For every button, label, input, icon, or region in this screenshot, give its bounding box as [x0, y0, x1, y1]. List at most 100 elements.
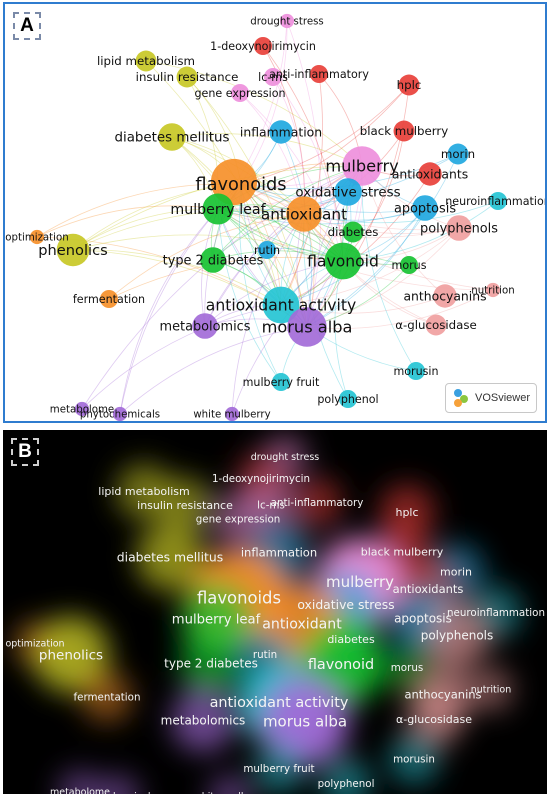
- node-apoptosis[interactable]: [412, 195, 438, 221]
- node-fermentation[interactable]: [99, 289, 119, 309]
- label-flavonoids: flavonoids: [195, 174, 286, 195]
- node-anthocyanins[interactable]: [433, 284, 457, 308]
- density-spot: [212, 493, 264, 545]
- density-spot: [208, 774, 252, 794]
- density-spot: [291, 477, 343, 528]
- label-optimization: optimization: [5, 233, 68, 244]
- label-polyphenol: polyphenol: [317, 393, 378, 406]
- density-map: drought stress 1-deoxynojirimycin lipid me…: [5, 434, 545, 794]
- node-antioxidant[interactable]: [286, 196, 322, 232]
- network-link: [145, 60, 363, 167]
- node-morusin[interactable]: [406, 361, 426, 381]
- density-label-type-2-diabetes: type 2 diabetes: [164, 656, 258, 670]
- network-link: [240, 183, 460, 231]
- node-morus[interactable]: [399, 255, 419, 275]
- node-metabolomics[interactable]: [192, 313, 218, 339]
- node-flavonoid[interactable]: [324, 242, 362, 280]
- node-morus-alba[interactable]: [287, 307, 327, 347]
- network-link: [306, 207, 426, 328]
- node-lc-ms[interactable]: [263, 67, 283, 87]
- density-label-1-deoxynojirimycin: 1-deoxynojirimycin: [212, 473, 310, 485]
- node-inflammation[interactable]: [269, 120, 293, 144]
- network-link: [204, 213, 305, 327]
- label-fermentation: fermentation: [73, 293, 145, 306]
- network-link: [171, 133, 363, 167]
- node-metabolome[interactable]: [74, 401, 90, 417]
- node-optimization[interactable]: [29, 229, 45, 245]
- node-gene-expression[interactable]: [230, 83, 250, 103]
- density-label-lipid-metabolism: lipid metabolism: [98, 485, 189, 498]
- node-morin[interactable]: [447, 143, 469, 165]
- node-mulberry-leaf[interactable]: [202, 193, 234, 225]
- node-nutrition[interactable]: [485, 282, 501, 298]
- density-spot: [58, 769, 102, 794]
- node--glucosidase[interactable]: [425, 314, 447, 336]
- network-link: [72, 165, 363, 251]
- label-mulberry-fruit: mulberry fruit: [243, 376, 320, 389]
- density-label-flavonoids: flavonoids: [197, 588, 281, 607]
- network-link: [240, 183, 426, 213]
- node-polyphenols[interactable]: [446, 215, 472, 241]
- network-link: [303, 213, 437, 326]
- label-lc-ms: lc-ms: [258, 71, 288, 84]
- network-link: [217, 208, 410, 266]
- node-drought-stress[interactable]: [279, 13, 295, 29]
- node-anti-inflammatory[interactable]: [309, 64, 329, 84]
- node-mulberry[interactable]: [342, 146, 382, 186]
- node-oxidative-stress[interactable]: [334, 178, 362, 206]
- density-spot: [253, 743, 305, 794]
- network-link: [171, 136, 344, 262]
- network-link: [81, 304, 282, 410]
- network-link: [280, 73, 323, 306]
- density-label-diabetes-mellitus: diabetes mellitus: [117, 549, 223, 564]
- network-link: [306, 153, 459, 328]
- network-link: [280, 173, 431, 306]
- label-type-2-diabetes: type 2 diabetes: [163, 254, 264, 269]
- node-neuroinflammation[interactable]: [488, 191, 508, 211]
- network-link: [72, 209, 305, 251]
- label-1-deoxynojirimycin: 1-deoxynojirimycin: [210, 40, 316, 53]
- node-rutin[interactable]: [257, 240, 277, 260]
- density-label-mulberry: mulberry: [326, 573, 394, 591]
- density-label-black-mulberry: black mulberry: [361, 546, 444, 559]
- network-link: [306, 227, 460, 328]
- node-phenolics[interactable]: [56, 233, 90, 267]
- network-link: [240, 84, 410, 185]
- label-diabetes: diabetes: [328, 225, 379, 239]
- density-spot: [261, 677, 349, 766]
- network-link: [303, 200, 499, 224]
- node-flavonoids[interactable]: [210, 158, 258, 206]
- node-black-mulberry[interactable]: [393, 120, 415, 142]
- label-inflammation: inflammation: [240, 124, 322, 139]
- label-mulberry: mulberry: [325, 157, 399, 176]
- vosviewer-logo: VOSviewer: [445, 383, 537, 413]
- network-nodes: [29, 13, 508, 421]
- node-hplc[interactable]: [398, 74, 420, 96]
- node-mulberry-fruit[interactable]: [271, 372, 291, 392]
- label-metabolome: metabolome: [50, 405, 114, 416]
- network-link: [303, 213, 460, 235]
- network-link: [217, 208, 282, 383]
- node-lipid-metabolism[interactable]: [135, 50, 157, 72]
- node-phytochemicals[interactable]: [112, 406, 128, 421]
- node-diabetes[interactable]: [342, 221, 364, 243]
- network-link: [239, 92, 344, 262]
- density-label-nutrition: nutrition: [471, 684, 512, 695]
- node-1-deoxynojirimycin[interactable]: [253, 36, 273, 56]
- density-spot: [425, 603, 489, 668]
- node-white-mulberry[interactable]: [224, 406, 240, 421]
- node-insulin-resistance[interactable]: [176, 66, 198, 88]
- density-label-antioxidant: antioxidant: [262, 616, 342, 632]
- node-type-2-diabetes[interactable]: [200, 247, 226, 273]
- node-antioxidants[interactable]: [418, 162, 442, 186]
- network-link: [240, 183, 410, 266]
- node-antioxidant-activity[interactable]: [262, 286, 300, 324]
- density-spot: [96, 774, 140, 794]
- node-diabetes-mellitus[interactable]: [158, 123, 186, 151]
- density-label-drought-stress: drought stress: [251, 452, 320, 463]
- density-label-polyphenol: polyphenol: [318, 778, 375, 790]
- network-link: [272, 76, 344, 262]
- density-spot: [179, 631, 243, 696]
- node-polyphenol[interactable]: [338, 389, 358, 409]
